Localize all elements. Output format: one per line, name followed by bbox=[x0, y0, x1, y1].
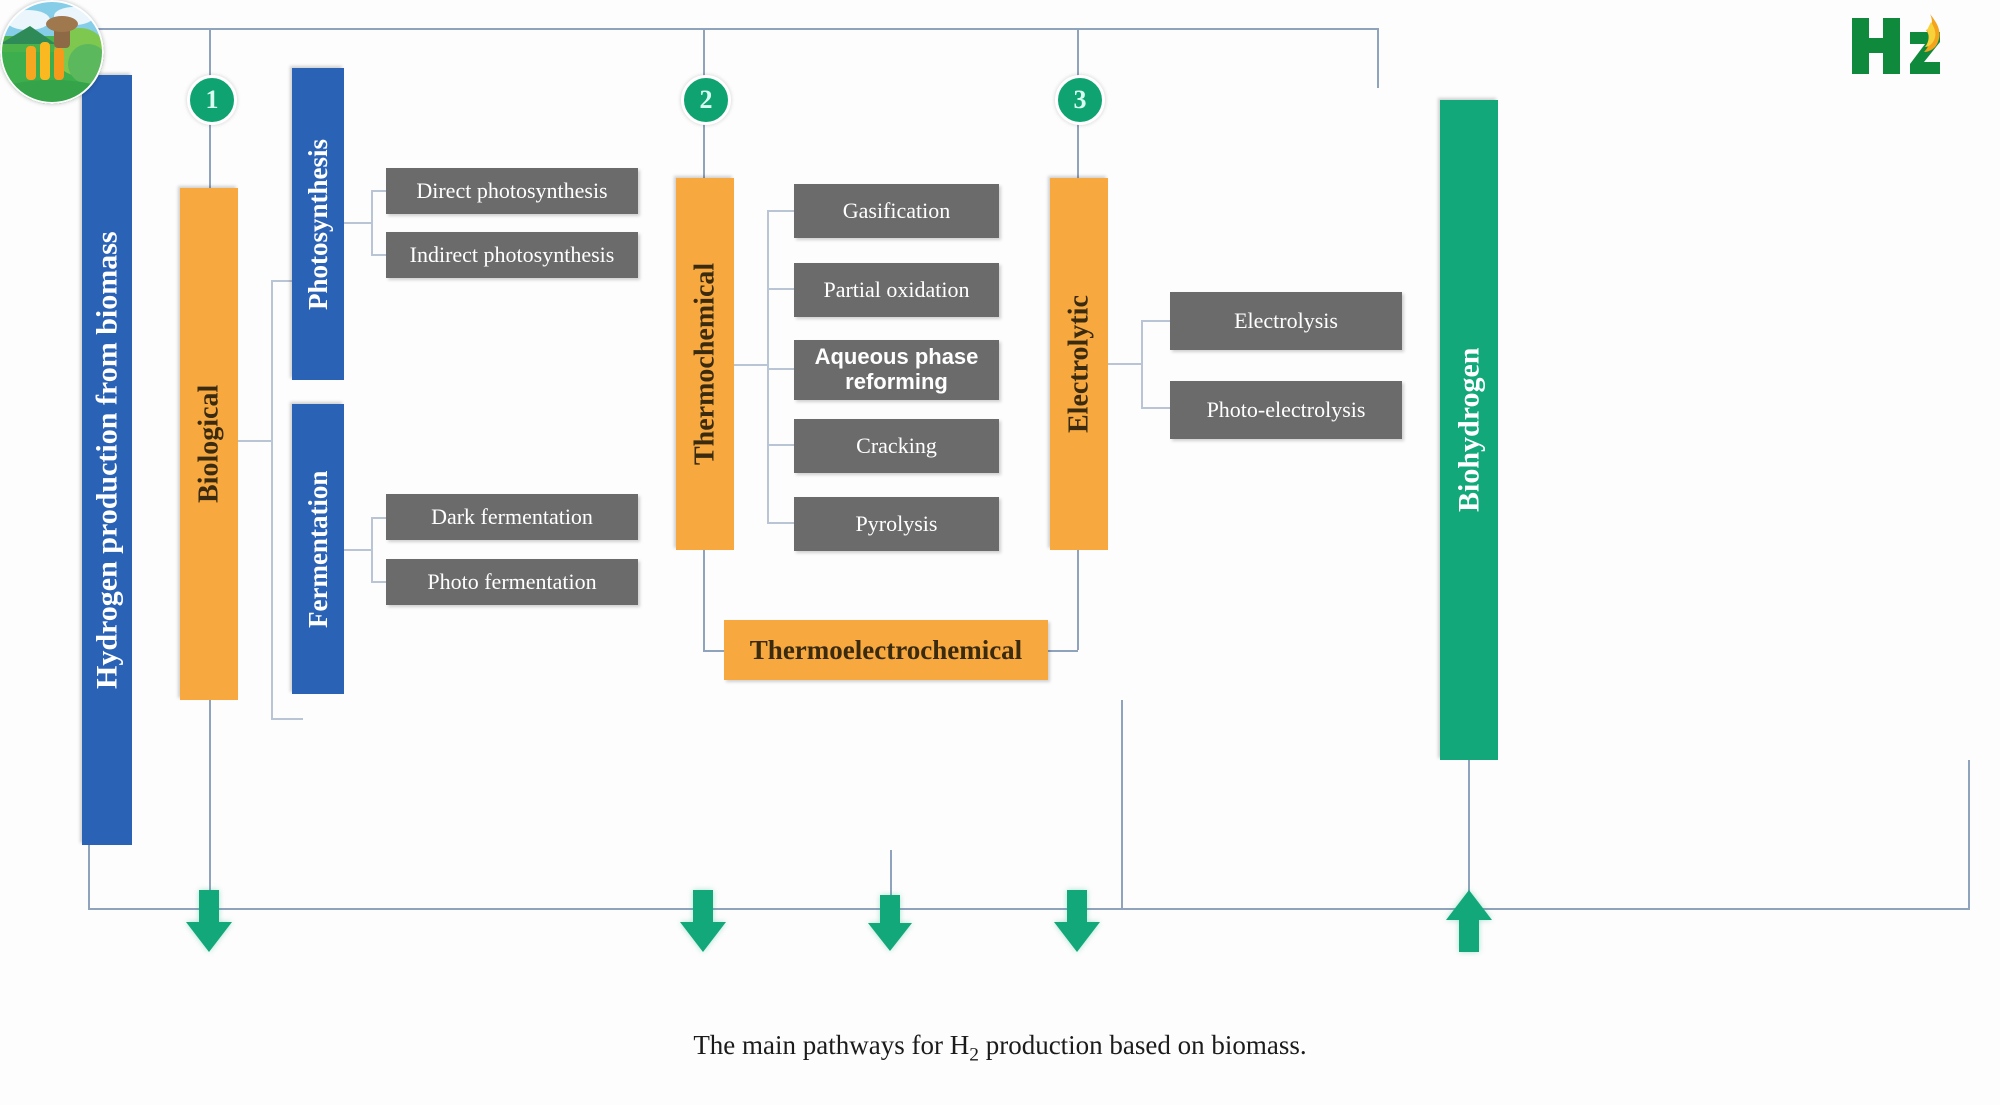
leaf-photo-electrolysis[interactable]: Photo-electrolysis bbox=[1170, 381, 1402, 439]
leaf-dark-fermentation[interactable]: Dark fermentation bbox=[386, 494, 638, 540]
subgroup-bar-photosynthesis[interactable]: Photosynthesis bbox=[292, 68, 344, 380]
badge-2[interactable]: 2 bbox=[681, 75, 731, 125]
arrow-down-icon-electrolytic bbox=[1052, 890, 1102, 952]
thermo-leg-5 bbox=[767, 522, 795, 524]
thermo-leg-4 bbox=[767, 444, 795, 446]
photo-stem bbox=[344, 222, 372, 224]
leaf-direct-photosynthesis[interactable]: Direct photosynthesis bbox=[386, 168, 638, 214]
thermo-leg-2 bbox=[767, 288, 795, 290]
bottom-right-bus-line bbox=[650, 908, 1970, 910]
leaf-pyrolysis[interactable]: Pyrolysis bbox=[794, 497, 999, 551]
output-down-line bbox=[1468, 760, 1470, 910]
branch1-return-line bbox=[209, 700, 211, 908]
badge-3[interactable]: 3 bbox=[1055, 75, 1105, 125]
top-bus-line bbox=[88, 28, 1378, 30]
ferm-spine bbox=[371, 517, 373, 581]
branch-bar-biological[interactable]: Biological bbox=[180, 188, 238, 700]
leaf-partial-oxidation[interactable]: Partial oxidation bbox=[794, 263, 999, 317]
branch-bar-thermochemical[interactable]: Thermochemical bbox=[676, 178, 734, 550]
arrow-down-icon-thermochemical bbox=[678, 890, 728, 952]
elec-leg-2 bbox=[1141, 407, 1171, 409]
output-riser-line bbox=[1377, 28, 1379, 88]
bio-tree-to-fermentation bbox=[271, 718, 303, 720]
leaf-gasification[interactable]: Gasification bbox=[794, 184, 999, 238]
arrow-up-icon-biohydrogen bbox=[1444, 890, 1494, 952]
biomass-photo-svg bbox=[0, 0, 104, 104]
h2-flame-logo-icon bbox=[1838, 8, 1978, 91]
arrow-down-icon-biological bbox=[184, 890, 234, 952]
photo-leg-1 bbox=[371, 190, 387, 192]
thermo-leg-1 bbox=[767, 210, 795, 212]
hybrid-out-line bbox=[1048, 650, 1078, 652]
elec-leg-1 bbox=[1141, 320, 1171, 322]
leaf-electrolysis[interactable]: Electrolysis bbox=[1170, 292, 1402, 350]
photo-spine bbox=[371, 190, 373, 254]
subgroup-bar-fermentation[interactable]: Fermentation bbox=[292, 404, 344, 694]
caption-subscript: 2 bbox=[969, 1044, 979, 1066]
hybrid-in-line bbox=[703, 650, 725, 652]
badge-1[interactable]: 1 bbox=[187, 75, 237, 125]
branch-bar-electrolytic[interactable]: Electrolytic bbox=[1050, 178, 1108, 550]
output-bar-biohydrogen[interactable]: Biohydrogen bbox=[1440, 100, 1498, 760]
elec-spine bbox=[1141, 320, 1143, 408]
thermo-leg-3 bbox=[767, 368, 795, 370]
bio-tree-spine bbox=[271, 280, 273, 720]
bio-tree-to-photosynthesis bbox=[271, 280, 303, 282]
leaf-aqueous-phase-reforming[interactable]: Aqueous phase reforming bbox=[794, 340, 999, 400]
thermo-stem bbox=[734, 364, 768, 366]
ferm-leg-1 bbox=[371, 517, 387, 519]
branch3-return-line bbox=[1121, 700, 1123, 908]
figure-caption: The main pathways for H2 production base… bbox=[0, 1030, 2000, 1066]
hybrid-return-line bbox=[890, 850, 892, 908]
elec-to-hybrid-line bbox=[1077, 550, 1079, 650]
photo-leg-2 bbox=[371, 254, 387, 256]
right-spine-line bbox=[1968, 760, 1970, 908]
leaf-indirect-photosynthesis[interactable]: Indirect photosynthesis bbox=[386, 232, 638, 278]
leaf-cracking[interactable]: Cracking bbox=[794, 419, 999, 473]
source-bar[interactable]: Hydrogen production from biomass bbox=[82, 75, 132, 845]
caption-suffix: production based on biomass. bbox=[978, 1030, 1307, 1060]
hybrid-box-thermoelectrochemical[interactable]: Thermoelectrochemical bbox=[724, 620, 1048, 680]
ferm-stem bbox=[344, 549, 372, 551]
leaf-photo-fermentation[interactable]: Photo fermentation bbox=[386, 559, 638, 605]
biomass-photo-icon bbox=[0, 0, 104, 104]
ferm-leg-2 bbox=[371, 581, 387, 583]
thermo-spine bbox=[767, 210, 769, 522]
caption-prefix: The main pathways for H bbox=[693, 1030, 970, 1060]
thermo-to-hybrid-line bbox=[703, 550, 705, 650]
bio-tree-stem bbox=[238, 440, 272, 442]
elec-stem bbox=[1108, 363, 1142, 365]
arrow-down-icon-hybrid bbox=[866, 895, 914, 951]
